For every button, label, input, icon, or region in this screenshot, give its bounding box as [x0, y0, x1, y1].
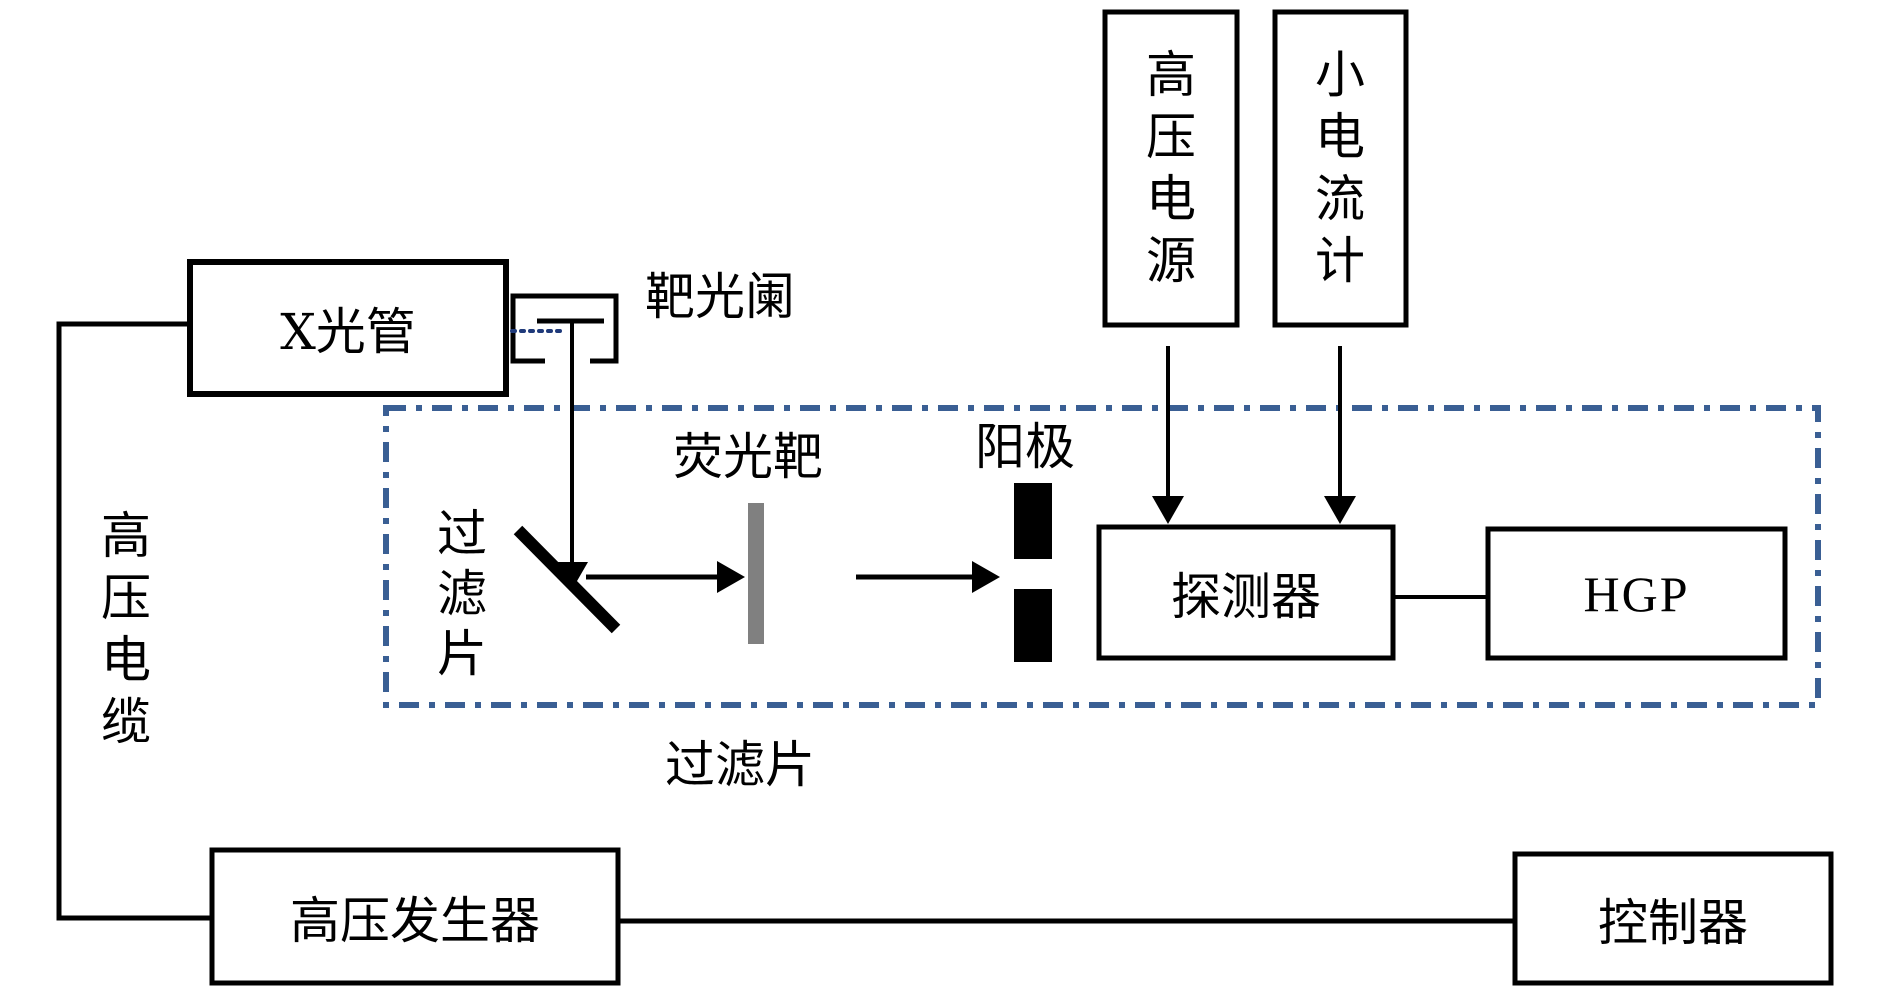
hv-generator-box[interactable] — [209, 847, 621, 986]
filter-plate — [513, 525, 621, 634]
anode-label: 阳极 — [975, 418, 1075, 476]
hv-power-supply-char: 压 — [1146, 108, 1196, 166]
filter-char: 过 — [437, 505, 487, 563]
current-meter-arrowhead — [1324, 496, 1356, 524]
filter-bottom-label: 过滤片 — [665, 736, 815, 794]
current-meter-char: 电 — [1315, 108, 1365, 166]
hv-supply-arrowhead — [1152, 496, 1184, 524]
hv-power-supply-char: 源 — [1146, 232, 1196, 290]
hv-power-supply-box[interactable] — [1102, 9, 1240, 328]
xray-tube-box[interactable] — [187, 259, 509, 397]
hv-cable-char: 电 — [101, 631, 151, 689]
controller-label: 控制器 — [1598, 893, 1748, 952]
detector-label: 探测器 — [1171, 567, 1321, 626]
controller-box[interactable] — [1512, 851, 1834, 986]
filter-char: 片 — [437, 625, 487, 683]
filter-vertical-label: 过 滤 片 — [434, 504, 490, 684]
target-aperture-icon — [510, 293, 619, 364]
filter-char: 滤 — [437, 565, 487, 623]
fluorescent-target-plate — [748, 503, 764, 644]
xray-tube-label: X光管 — [280, 303, 416, 361]
target-aperture-label: 靶光阑 — [645, 268, 795, 326]
hv-cable-char: 高 — [101, 507, 151, 565]
hv-cable-line — [56, 321, 210, 921]
anode-lower-bar — [1014, 589, 1052, 662]
dashed-enclosure — [383, 405, 1821, 708]
hgp-label: HGP — [1583, 565, 1690, 622]
hv-cable-char: 缆 — [101, 693, 151, 751]
current-meter-label: 小 电 流 计 — [1312, 44, 1368, 292]
current-meter-box[interactable] — [1272, 9, 1409, 328]
hv-generator-label: 高压发生器 — [290, 891, 540, 950]
beam-down-arrowhead — [558, 562, 588, 588]
hv-power-supply-char: 电 — [1146, 170, 1196, 228]
current-meter-char: 计 — [1315, 232, 1365, 290]
current-meter-char: 小 — [1315, 46, 1365, 104]
hv-cable-char: 压 — [101, 569, 151, 627]
detector-box[interactable] — [1096, 524, 1396, 661]
beam-to-target-arrowhead — [717, 561, 745, 593]
fluorescent-target-label: 荧光靶 — [673, 428, 823, 486]
anode-upper-bar — [1014, 483, 1052, 559]
hv-cable-label: 高 压 电 缆 — [98, 505, 154, 753]
current-meter-char: 流 — [1315, 170, 1365, 228]
hgp-box[interactable] — [1485, 526, 1788, 661]
beam-to-anode-arrowhead — [972, 561, 1000, 593]
hv-power-supply-label: 高 压 电 源 — [1143, 44, 1199, 292]
hv-power-supply-char: 高 — [1146, 46, 1196, 104]
